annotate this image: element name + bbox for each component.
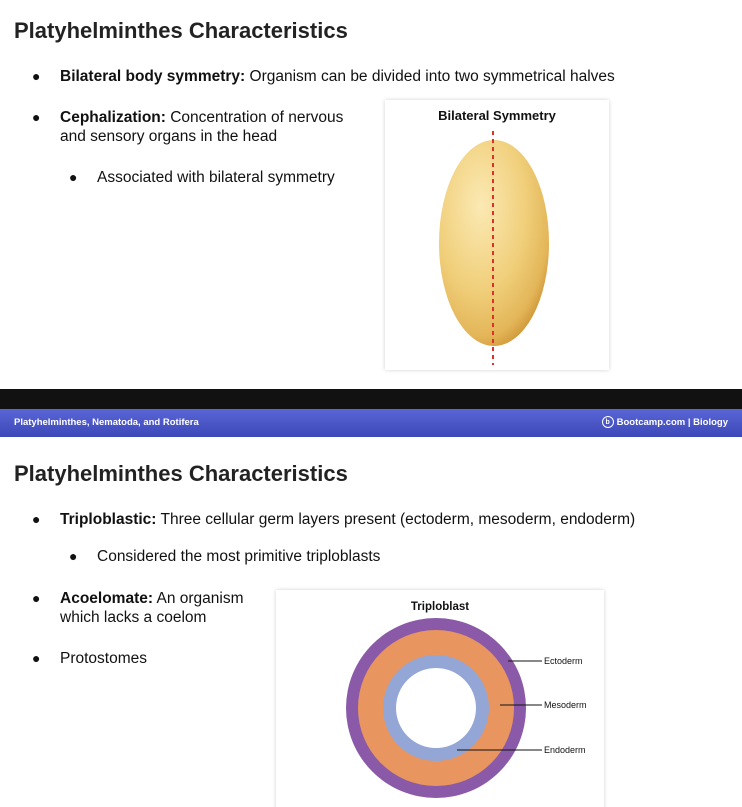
figure-title: Triploblast	[410, 601, 470, 613]
bullet-protostomes: ● Protostomes	[32, 649, 260, 668]
bullet-triploblastic: ● Triploblastic: Three cellular germ lay…	[32, 510, 730, 529]
triploblast-diagram: Ectoderm Mesoderm Endoderm	[346, 618, 587, 798]
endoderm-label: Endoderm	[544, 745, 586, 755]
bullet-dot-icon: ●	[69, 548, 78, 564]
bullet-dot-icon: ●	[32, 650, 41, 666]
bullet-term: Cephalization:	[60, 109, 166, 126]
sub-bullet-primitive: ● Considered the most primitive triplobl…	[69, 547, 517, 566]
bullet-acoelomate: ● Acoelomate: An organism which lacks a …	[32, 589, 270, 627]
bullet-text: Concentration of nervous	[165, 109, 344, 126]
bullet-text-line2: which lacks a coelom	[60, 609, 207, 626]
bullet-dot-icon: ●	[69, 169, 78, 185]
figure-title: Bilateral Symmetry	[438, 108, 556, 123]
bullet-dot-icon: ●	[32, 68, 41, 84]
bullet-dot-icon: ●	[32, 590, 41, 606]
slide-footer: Platyhelminthes, Nematoda, and Rotifera …	[0, 409, 742, 437]
sub-bullet-associated: ● Associated with bilateral symmetry	[69, 168, 377, 187]
bullet-term: Acoelomate:	[60, 590, 154, 607]
slide-title: Platyhelminthes Characteristics	[14, 18, 348, 43]
bullet-term: Triploblastic:	[60, 511, 157, 528]
bilateral-symmetry-figure: Bilateral Symmetry	[385, 100, 609, 370]
footer-brand: b Bootcamp.com | Biology	[601, 416, 728, 428]
bullet-text: Protostomes	[60, 650, 148, 667]
sub-bullet-text: Considered the most primitive triploblas…	[97, 548, 381, 565]
slide-title: Platyhelminthes Characteristics	[14, 461, 348, 486]
bullet-term: Bilateral body symmetry:	[60, 68, 246, 85]
bullet-text: Three cellular germ layers present (ecto…	[156, 511, 636, 528]
ectoderm-label: Ectoderm	[544, 656, 583, 666]
archenteron-center	[396, 668, 476, 748]
triploblast-figure: Triploblast Ectoderm Mesoderm Endoderm	[276, 590, 604, 807]
egg-diagram	[439, 131, 549, 365]
bullet-text: An organism	[153, 590, 244, 607]
slide-divider	[0, 389, 742, 409]
footer-course-title: Platyhelminthes, Nematoda, and Rotifera	[14, 417, 199, 428]
mesoderm-label: Mesoderm	[544, 700, 587, 710]
bullet-cephalization: ● Cephalization: Concentration of nervou…	[32, 108, 380, 146]
bootcamp-logo-icon: b	[601, 416, 614, 428]
slide-bilateral-symmetry: Platyhelminthes Characteristics ● Bilate…	[0, 0, 742, 389]
slide-triploblastic: Platyhelminthes Characteristics ● Triplo…	[0, 437, 742, 807]
bullet-text: Organism can be divided into two symmetr…	[245, 68, 615, 85]
bullet-dot-icon: ●	[32, 109, 41, 125]
sub-bullet-text: Associated with bilateral symmetry	[97, 169, 335, 186]
bullet-dot-icon: ●	[32, 511, 41, 527]
bullet-bilateral-symmetry: ● Bilateral body symmetry: Organism can …	[32, 67, 720, 86]
footer-brand-text: Bootcamp.com | Biology	[616, 416, 728, 428]
bullet-text-line2: and sensory organs in the head	[60, 128, 278, 145]
